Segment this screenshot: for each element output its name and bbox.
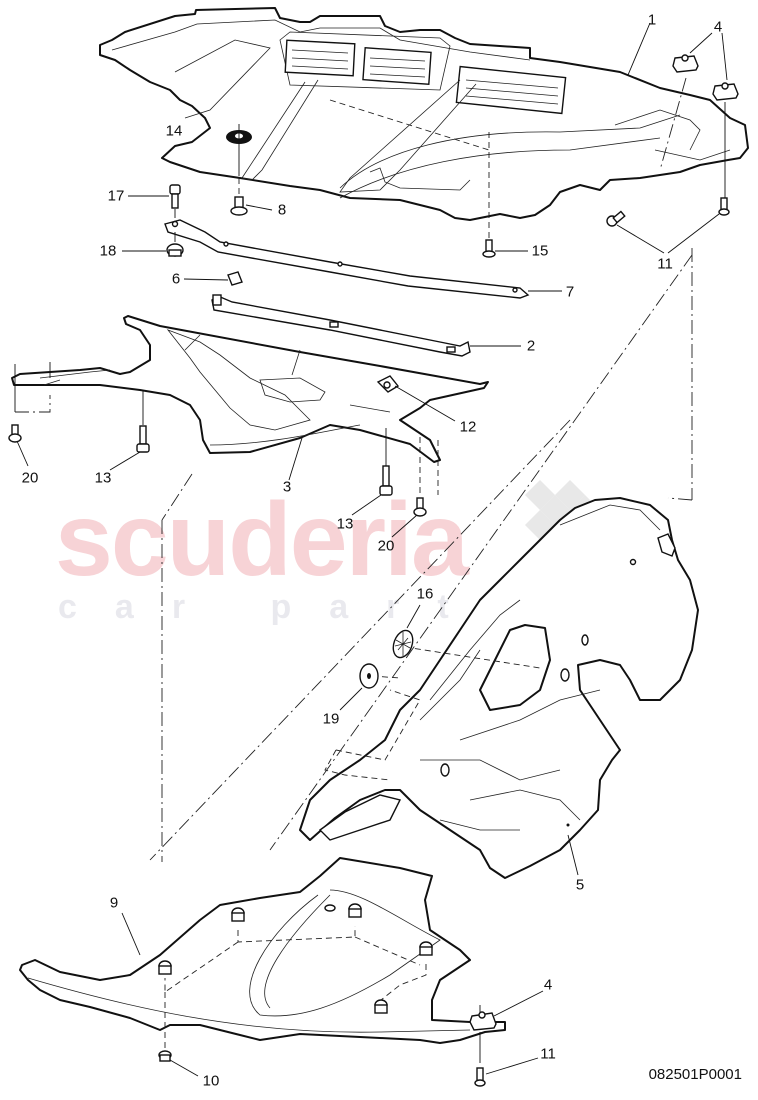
part-20-tapping-screw-right <box>413 497 427 517</box>
callout-4: 4 <box>713 18 723 36</box>
callout-11: 11 <box>657 255 673 273</box>
callout-10: 10 <box>202 1072 220 1090</box>
watermark-sub: car parts <box>58 588 544 626</box>
callout-15: 15 <box>531 242 549 260</box>
callout-5: 5 <box>575 876 585 894</box>
watermark-main: scuderia <box>55 482 469 598</box>
part-20-tapping-screw-left <box>8 424 22 443</box>
part-13-hex-bolt-left <box>136 425 150 453</box>
callout-8: 8 <box>277 201 287 219</box>
part-4-clip-nut-bottom <box>469 1011 497 1031</box>
callout-14: 14 <box>165 122 183 140</box>
callout-18: 18 <box>99 242 117 260</box>
callout-6: 6 <box>171 270 181 288</box>
callout-19: 19 <box>322 710 340 728</box>
part-6-clip <box>227 271 243 286</box>
part-1-front-underbody-panel <box>99 7 749 221</box>
part-11-screw-bottom <box>474 1067 486 1087</box>
callout-20: 20 <box>377 537 395 555</box>
callout-13: 13 <box>94 469 112 487</box>
rear-panel-grommets <box>158 903 433 1014</box>
callout-2: 2 <box>526 337 536 355</box>
callout-7: 7 <box>565 283 575 301</box>
diagram-reference-code: 082501P0001 <box>648 1066 742 1083</box>
part-9-rear-underbody-panel <box>19 857 506 1044</box>
part-19-washer <box>359 663 379 689</box>
callout-3: 3 <box>282 478 292 496</box>
part-4-clip-nut-top <box>672 54 739 101</box>
callout-11: 11 <box>540 1045 556 1063</box>
part-10-grommet <box>158 1050 172 1062</box>
part-17-bolt <box>169 184 181 209</box>
part-13-hex-bolt-right <box>379 465 393 496</box>
part-5-tunnel-heat-shield <box>299 497 699 879</box>
callout-20: 20 <box>21 469 39 487</box>
part-16-plug <box>392 629 414 659</box>
part-18-spacer <box>166 243 184 257</box>
part-11-screw-top <box>606 197 730 227</box>
part-15-screw <box>482 239 496 258</box>
part-3-cross-member-panel <box>11 315 489 463</box>
part-2-bracket <box>211 294 471 357</box>
callout-12: 12 <box>459 418 477 436</box>
callout-16: 16 <box>416 585 434 603</box>
part-7-reinforcement-strip <box>164 219 530 299</box>
callout-4: 4 <box>543 976 553 994</box>
callout-1: 1 <box>647 11 657 29</box>
callout-13: 13 <box>336 515 354 533</box>
part-8-expanding-rivet <box>230 196 248 216</box>
callout-9: 9 <box>109 894 119 912</box>
callout-17: 17 <box>107 187 125 205</box>
